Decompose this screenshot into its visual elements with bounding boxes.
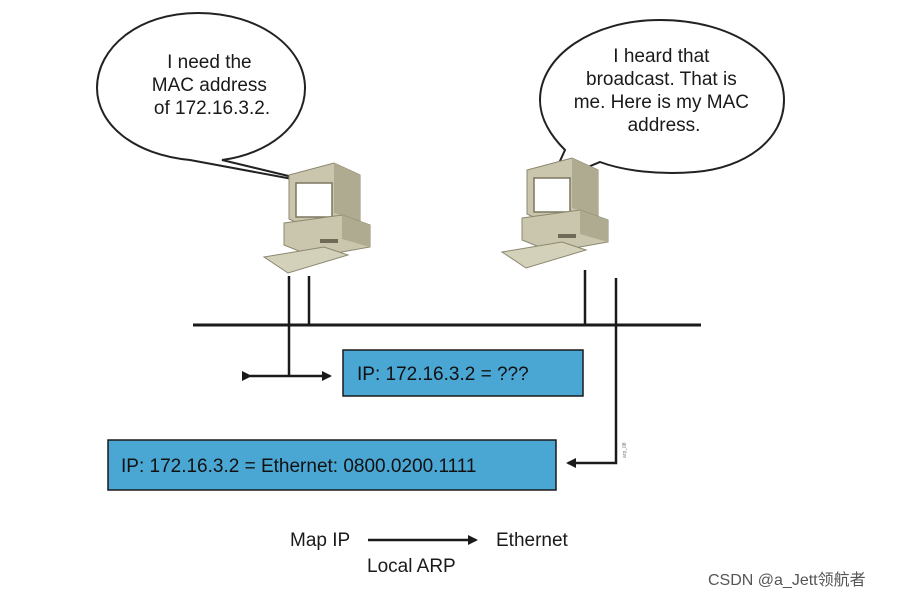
- legend-to: Ethernet: [496, 530, 569, 551]
- arp-reply-label: IP: 172.16.3.2 = Ethernet: 0800.0200.111…: [121, 456, 476, 477]
- computer-icon: [262, 162, 371, 274]
- right-bubble-line-1: I heard that: [613, 46, 710, 67]
- left-bubble-line-3: of 172.16.3.2.: [154, 98, 270, 119]
- computer-icon: [500, 157, 609, 269]
- figure-code: arp_08: [622, 442, 628, 458]
- arp-request-box: IP: 172.16.3.2 = ???: [342, 349, 584, 397]
- legend-from: Map IP: [290, 530, 350, 551]
- left-speech-bubble: I need the MAC address of 172.16.3.2.: [95, 11, 331, 187]
- left-bubble-line-1: I need the: [167, 52, 252, 73]
- svg-text:I need the MAC address: I need the MAC address of 172.16.3.2.: [152, 52, 272, 119]
- arp-reply-box: IP: 172.16.3.2 = Ethernet: 0800.0200.111…: [107, 439, 557, 491]
- right-bubble-line-3: me. Here is my MAC: [574, 92, 749, 113]
- right-reply-line: [566, 278, 618, 468]
- right-bubble-line-4: address.: [628, 115, 701, 136]
- left-bubble-line-2: MAC address: [152, 75, 267, 96]
- right-speech-bubble: I heard that broadcast. That is me. Here…: [538, 18, 786, 185]
- svg-text:I heard that broadcast.: I heard that broadcast. That is me. Here…: [574, 46, 755, 136]
- legend-method: Local ARP: [367, 556, 456, 577]
- arp-request-label: IP: 172.16.3.2 = ???: [357, 364, 529, 385]
- right-bubble-line-2: broadcast. That is: [586, 69, 737, 90]
- mapping-legend: Map IP Ethernet Local ARP: [290, 530, 569, 577]
- watermark: CSDN @a_Jett领航者: [708, 571, 866, 589]
